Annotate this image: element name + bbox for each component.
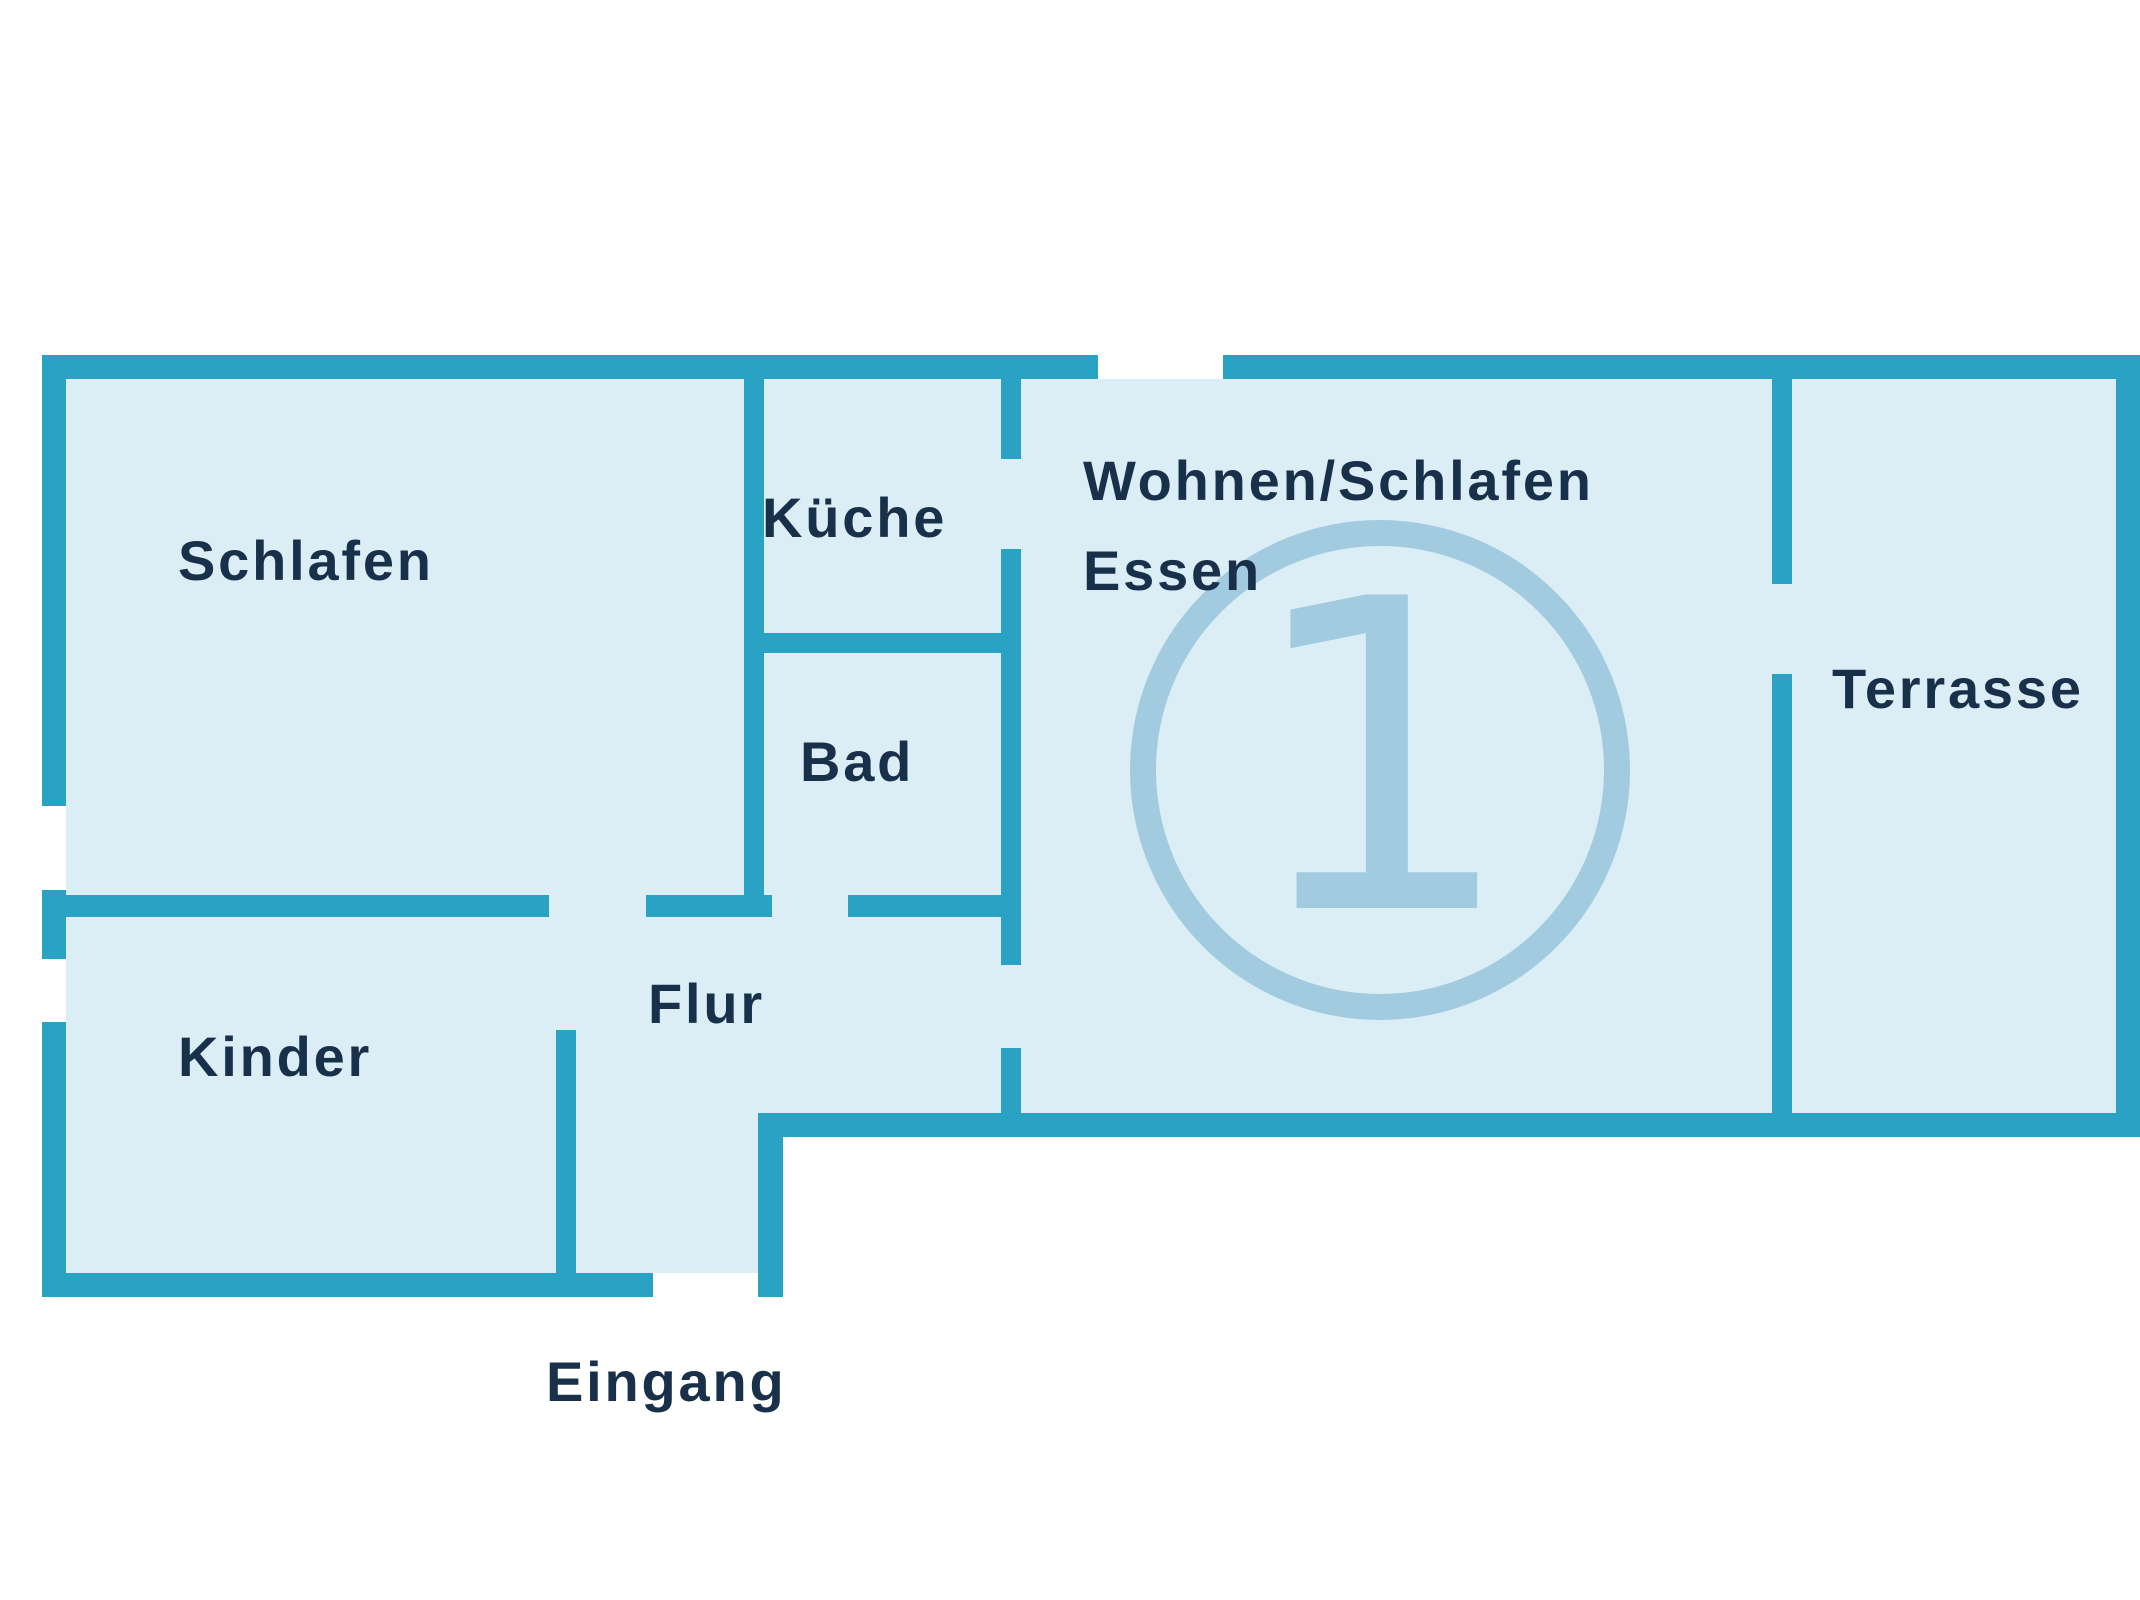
wall-top-right <box>1223 355 2140 379</box>
wall-left-upper <box>42 355 66 806</box>
room-label-kueche: Küche <box>762 486 948 549</box>
wall-terrasse-lower <box>1772 674 1792 1137</box>
room-label-wohnen-line2: Essen <box>1083 539 1262 602</box>
room-label-wohnen-line1: Wohnen/Schlafen <box>1083 449 1594 512</box>
room-label-terrasse: Terrasse <box>1832 657 2084 720</box>
wall-flur-wohnen-stub-top <box>1001 917 1021 965</box>
wall-bad-right <box>1001 633 1021 917</box>
unit-number: 1 <box>1243 510 1517 1010</box>
wall-bottom-right <box>758 1113 2140 1137</box>
wall-kueche-right-lower <box>1001 549 1021 633</box>
wall-bad-bottom <box>848 895 1001 917</box>
window-opening-left-1 <box>42 806 66 890</box>
wall-flur-wohnen-stub-bottom <box>1001 1048 1021 1113</box>
wall-terrasse-upper <box>1772 355 1792 584</box>
window-opening-top <box>1098 355 1223 379</box>
wall-entrance-step <box>758 1113 783 1297</box>
room-label-bad: Bad <box>800 730 915 793</box>
room-label-kinder: Kinder <box>178 1025 373 1088</box>
room-label-schlafen: Schlafen <box>178 529 434 592</box>
wall-top-left <box>42 355 1098 379</box>
wall-kinder-right <box>556 1030 576 1297</box>
wall-kueche-bad <box>744 633 1001 653</box>
apartment-floor-lower-left <box>42 1113 783 1297</box>
room-label-eingang: Eingang <box>546 1350 787 1413</box>
window-opening-left-2 <box>42 959 66 1022</box>
wall-kueche-right-upper <box>1001 355 1021 459</box>
door-opening-eingang <box>653 1273 758 1297</box>
wall-bottom-left <box>42 1273 653 1297</box>
wall-schlafen-bottom <box>42 895 549 917</box>
wall-flur-top <box>646 895 772 917</box>
wall-left-lower <box>42 1022 66 1297</box>
room-label-flur: Flur <box>648 972 765 1035</box>
wall-right <box>2116 355 2140 1137</box>
